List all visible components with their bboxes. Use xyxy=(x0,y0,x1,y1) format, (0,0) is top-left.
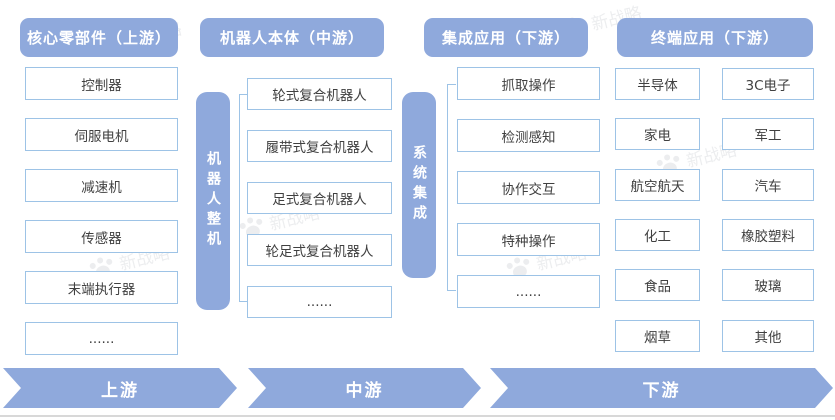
integration-item: 协作交互 xyxy=(457,171,600,204)
terminal-item: 化工 xyxy=(615,219,700,251)
header-terminal-apps: 终端应用（下游） xyxy=(617,18,813,57)
header-integrated-apps: 集成应用（下游） xyxy=(424,18,588,57)
flow-arrow-upstream: 上游 xyxy=(3,368,237,408)
side-label-robot-machine: 机器人整机 xyxy=(196,92,230,310)
flow-arrow-downstream: 下游 xyxy=(490,368,833,408)
midstream-item: 履带式复合机器人 xyxy=(247,130,392,162)
terminal-item: 汽车 xyxy=(722,169,814,201)
bracket xyxy=(239,94,247,302)
header-robot-body: 机器人本体（中游） xyxy=(200,18,384,57)
terminal-item: 家电 xyxy=(615,118,700,150)
flow-arrow-label: 中游 xyxy=(345,380,384,401)
integration-item: 检测感知 xyxy=(457,119,600,152)
upstream-item: 末端执行器 xyxy=(25,271,178,304)
flow-arrow-label: 上游 xyxy=(101,380,139,401)
integration-item: 特种操作 xyxy=(457,223,600,256)
upstream-item: 伺服电机 xyxy=(25,118,178,151)
terminal-item: 3C电子 xyxy=(722,68,814,100)
midstream-item: 足式复合机器人 xyxy=(247,182,392,214)
integration-item: ...... xyxy=(457,275,600,308)
baseline-divider xyxy=(0,415,835,417)
side-label-system-integration: 系统集成 xyxy=(402,92,436,278)
upstream-item: 传感器 xyxy=(25,220,178,253)
upstream-item: ...... xyxy=(25,322,178,355)
midstream-item: ...... xyxy=(247,286,392,318)
midstream-item: 轮式复合机器人 xyxy=(247,78,392,110)
terminal-item: 食品 xyxy=(615,269,700,301)
terminal-item: 半导体 xyxy=(615,68,700,100)
header-core-components: 核心零部件（上游） xyxy=(20,18,178,57)
flow-arrow-label: 下游 xyxy=(642,380,681,401)
upstream-item: 减速机 xyxy=(25,169,178,202)
terminal-item: 玻璃 xyxy=(722,269,814,301)
bracket xyxy=(447,84,456,291)
midstream-item: 轮足式复合机器人 xyxy=(247,234,392,266)
integration-item: 抓取操作 xyxy=(457,67,600,100)
terminal-item: 其他 xyxy=(722,320,814,352)
flow-arrow-midstream: 中游 xyxy=(248,368,481,408)
terminal-item: 烟草 xyxy=(615,320,700,352)
terminal-item: 军工 xyxy=(722,118,814,150)
upstream-item: 控制器 xyxy=(25,67,178,100)
terminal-item: 航空航天 xyxy=(615,169,700,201)
terminal-item: 橡胶塑料 xyxy=(722,219,814,251)
